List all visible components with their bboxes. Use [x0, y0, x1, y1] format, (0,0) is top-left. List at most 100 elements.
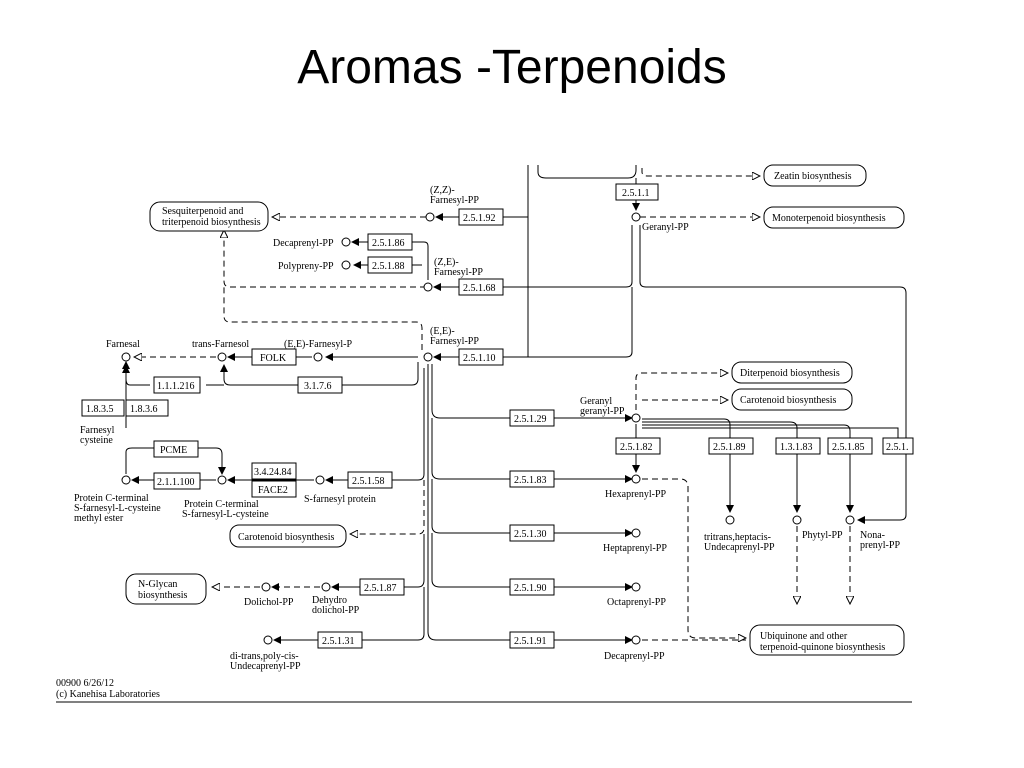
enzyme-2-5-1-87: 2.5.1.87 [364, 583, 397, 594]
line-to-ubiquinone [642, 478, 746, 638]
label-phytyl-pp: Phytyl-PP [802, 530, 843, 541]
line-2-5-1-68 [433, 225, 633, 291]
label-ggpp-2: geranyl-PP [580, 406, 625, 417]
label-ditrans-2: Undecaprenyl-PP [230, 661, 301, 672]
line-ggpp-right-4 [642, 427, 899, 438]
enzyme-1-1-1-216: 1.1.1.216 [157, 381, 195, 392]
footer-copyright: (c) Kanehisa Laboratories [56, 689, 160, 700]
line-2-5-1-87 [331, 534, 425, 591]
label-ze-farnesyl-1: (Z,E)- [434, 257, 459, 268]
label-ze-farnesyl-2: Farnesyl-PP [434, 267, 483, 278]
enzyme-2-5-1-1: 2.5.1.1 [622, 188, 650, 199]
enzyme-2-5-1-90: 2.5.1.90 [514, 583, 547, 594]
line-ee-to-sesqui [223, 287, 423, 350]
pathway-ubiquinone-l2: terpenoid-quinone biosynthesis [760, 642, 885, 653]
enzyme-3-1-7-6: 3.1.7.6 [304, 381, 332, 392]
enzyme-2-5-1-31: 2.5.1.31 [322, 636, 355, 647]
enzyme-2-5-1-89: 2.5.1.89 [713, 442, 746, 453]
label-s-farnesyl-protein: S-farnesyl protein [304, 494, 376, 505]
line-2-5-1-58 [325, 368, 425, 484]
enzyme-boxes: 2.5.1.1 2.5.1.92 2.5.1.86 2.5.1.88 2.5.1… [81, 183, 914, 649]
line-2-5-1-10 [433, 287, 633, 361]
label-zz-farnesyl-2: Farnesyl-PP [430, 195, 479, 206]
label-tritrans-1: tritrans,heptacis- [704, 532, 771, 543]
enzyme-1-8-3-5: 1.8.3.5 [86, 404, 114, 415]
enzyme-2-5-1-30: 2.5.1.30 [514, 529, 547, 540]
label-octaprenyl-pp: Octaprenyl-PP [607, 597, 666, 608]
enzyme-pcme: PCME [160, 445, 187, 456]
label-heptaprenyl-pp: Heptaprenyl-PP [603, 543, 667, 554]
footer-code-date: 00900 6/26/12 [56, 678, 114, 689]
label-pct-1: Protein C-terminal [184, 499, 259, 510]
pathway-diterpenoid: Diterpenoid biosynthesis [740, 368, 840, 379]
label-hexaprenyl-pp: Hexaprenyl-PP [605, 489, 667, 500]
pathway-sesquiterpenoid-l2: triterpenoid biosynthesis [162, 217, 261, 228]
compound-nodes [121, 212, 855, 645]
enzyme-2-5-1-83: 2.5.1.83 [514, 475, 547, 486]
pathway-nglycan-l1: N-Glycan [138, 579, 177, 590]
enzyme-2-5-1-92: 2.5.1.92 [463, 213, 496, 224]
pathway-carotenoid-right: Carotenoid biosynthesis [740, 395, 836, 406]
label-decaprenyl-pp-top: Decaprenyl-PP [273, 238, 334, 249]
line-ggpp-diterpenoid [635, 373, 728, 410]
line-2-5-1-86 [351, 238, 429, 280]
label-nona-prenyl-2: prenyl-PP [860, 540, 900, 551]
enzyme-1-3-1-83: 1.3.1.83 [780, 442, 813, 453]
line-ggpp-right-3 [642, 424, 854, 513]
reaction-lines [56, 165, 912, 703]
line-ee-vertical-b [431, 364, 633, 422]
label-nona-prenyl-1: Nona- [860, 530, 885, 541]
line-ze-to-sesqui [224, 230, 426, 288]
label-ditrans-1: di-trans,poly-cis- [230, 651, 299, 662]
enzyme-2-5-1-82: 2.5.1.82 [620, 442, 653, 453]
enzyme-2-5-1-10: 2.5.1.10 [463, 353, 496, 364]
label-farnesyl-cysteine-1: Farnesyl [80, 425, 115, 436]
label-pct-me-2: S-farnesyl-L-cysteine [74, 503, 161, 514]
pathway-sesquiterpenoid-l1: Sesquiterpenoid and [162, 206, 243, 217]
label-dehydro-dolichol-1: Dehydro [312, 595, 347, 606]
enzyme-2-5-1-85: 2.5.1.85 [832, 442, 865, 453]
label-ee-farnesyl-1: (E,E)- [430, 326, 455, 337]
enzyme-2-5-1-88: 2.5.1.88 [372, 261, 405, 272]
pathway-nglycan-l2: biosynthesis [138, 590, 188, 601]
pathway-ubiquinone-l1: Ubiquinone and other [760, 631, 848, 642]
line-2-5-1-30 [431, 479, 633, 537]
enzyme-2-5-1-58: 2.5.1.58 [352, 476, 385, 487]
pathway-zeatin: Zeatin biosynthesis [774, 171, 852, 182]
label-polyprenyl-pp: Polypreny-PP [278, 261, 334, 272]
label-pct-2: S-farnesyl-L-cysteine [182, 509, 269, 520]
line-ee-vertical-a [427, 364, 633, 644]
line-2-5-1-83 [431, 418, 633, 483]
enzyme-3-4-24-84: 3.4.24.84 [254, 467, 292, 478]
label-geranyl-pp: Geranyl-PP [642, 222, 689, 233]
label-zz-farnesyl-1: (Z,Z)- [430, 185, 455, 196]
label-farnesyl-cysteine-2: cysteine [80, 435, 113, 446]
pathway-carotenoid-left: Carotenoid biosynthesis [238, 532, 334, 543]
enzyme-2-5-1-86: 2.5.1.86 [372, 238, 405, 249]
enzyme-2-5-1-68: 2.5.1.68 [463, 283, 496, 294]
line-right-loop [639, 225, 907, 524]
line-to-zeatin [641, 168, 760, 176]
enzyme-2-5-1-29: 2.5.1.29 [514, 414, 547, 425]
line-to-carotenoid-left [350, 480, 425, 534]
label-ee-farnesyl-2: Farnesyl-PP [430, 336, 479, 347]
slide-title: Aromas -Terpenoids [297, 41, 727, 94]
label-dolichol-pp: Dolichol-PP [244, 597, 294, 608]
enzyme-2-5-1-truncated: 2.5.1. [886, 442, 909, 453]
line-2-5-1-31 [273, 587, 425, 644]
pathway-boxes: Zeatin biosynthesis Monoterpenoid biosyn… [125, 164, 905, 656]
label-pct-me-1: Protein C-terminal [74, 493, 149, 504]
enzyme-folk: FOLK [260, 353, 287, 364]
label-trans-farnesol: trans-Farnesol [192, 339, 249, 350]
enzyme-2-1-1-100: 2.1.1.100 [157, 477, 195, 488]
label-decaprenyl-pp-bottom: Decaprenyl-PP [604, 651, 665, 662]
pathway-monoterpenoid: Monoterpenoid biosynthesis [772, 213, 886, 224]
label-pct-me-3: methyl ester [74, 513, 124, 524]
label-ggpp-1: Geranyl [580, 396, 612, 407]
label-farnesal: Farnesal [106, 339, 140, 350]
enzyme-2-5-1-91: 2.5.1.91 [514, 636, 547, 647]
label-ee-farnesyl-p: (E,E)-Farnesyl-P [284, 339, 352, 350]
line-top-curve [537, 165, 637, 179]
label-dehydro-dolichol-2: dolichol-PP [312, 605, 360, 616]
